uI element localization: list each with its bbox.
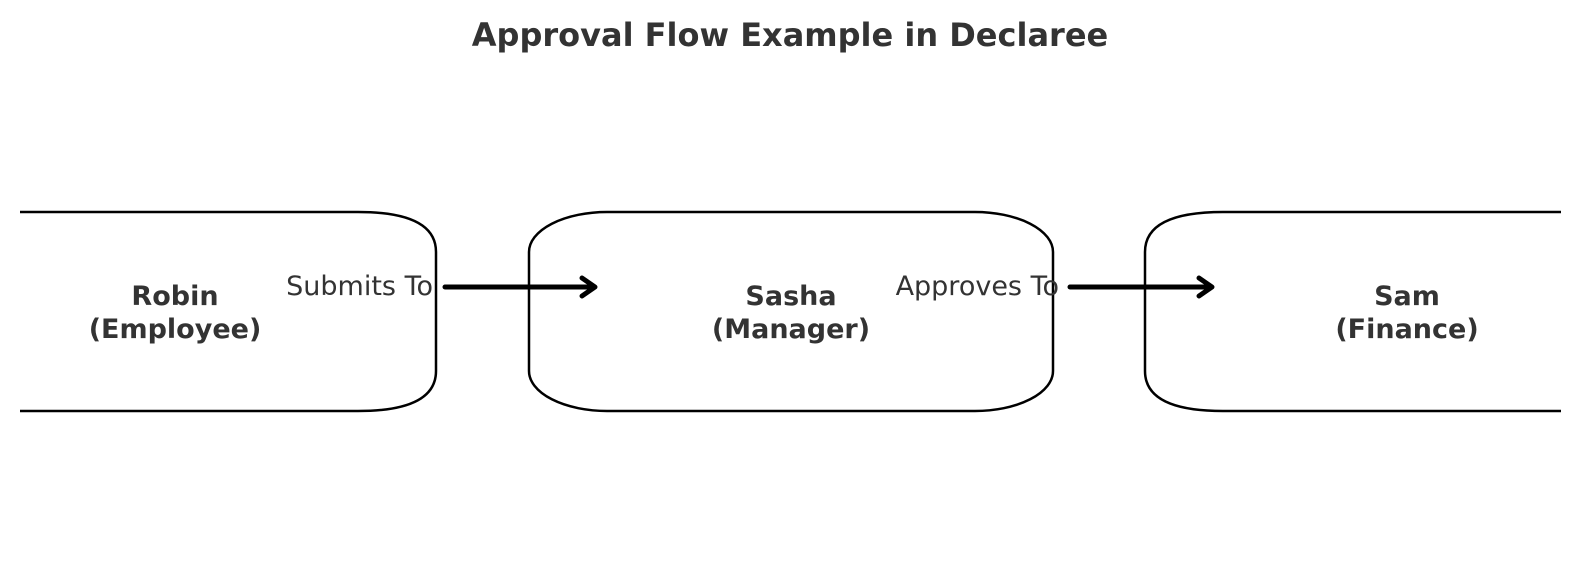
edge-sasha-to-sam-arrowhead	[1196, 275, 1215, 299]
edge-robin-to-sasha-arrowhead	[579, 275, 598, 299]
node-sam: Sam (Finance)	[1143, 210, 1561, 413]
node-sam-box	[1143, 210, 1561, 413]
node-robin-role: (Employee)	[89, 314, 262, 345]
edge-sasha-to-sam: Approves To	[896, 271, 1215, 302]
node-sam-role: (Finance)	[1335, 314, 1478, 345]
node-robin: Robin (Employee)	[20, 210, 438, 413]
node-sam-name: Sam	[1374, 281, 1440, 312]
node-robin-box	[20, 210, 438, 413]
diagram-title: Approval Flow Example in Declaree	[472, 16, 1108, 54]
node-sasha-name: Sasha	[745, 281, 836, 312]
edge-robin-to-sasha: Submits To	[286, 271, 598, 302]
edge-sasha-to-sam-label: Approves To	[896, 271, 1059, 302]
node-sasha-box	[527, 210, 1055, 413]
node-sasha: Sasha (Manager)	[527, 210, 1055, 413]
node-sasha-role: (Manager)	[712, 314, 870, 345]
node-robin-name: Robin	[131, 281, 218, 312]
edge-robin-to-sasha-label: Submits To	[286, 271, 433, 302]
